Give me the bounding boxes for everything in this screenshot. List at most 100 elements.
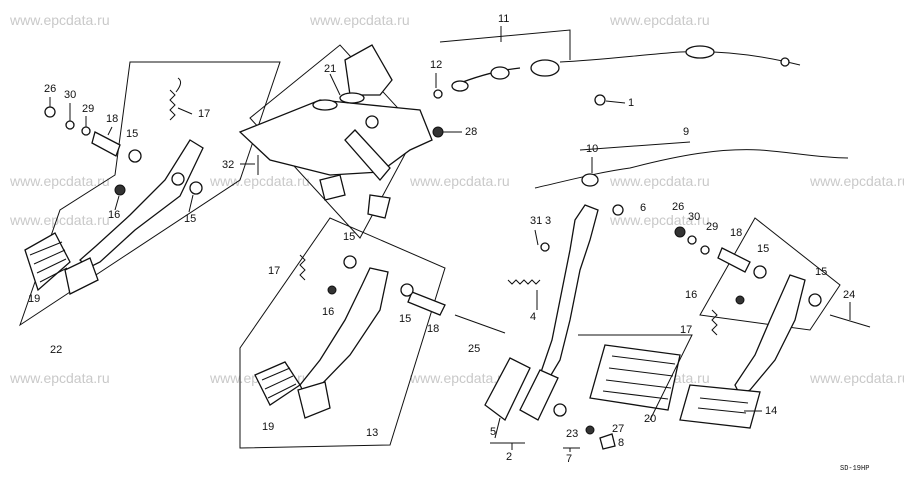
nut-26-right [674, 226, 686, 238]
callout-26: 26 [44, 83, 56, 95]
clip-6 [612, 204, 624, 216]
callout-26b: 26 [672, 201, 684, 213]
brake-pad-20 [589, 344, 681, 411]
pedal-arm-mid [299, 267, 389, 396]
callout-27: 27 [612, 423, 624, 435]
clip-1 [594, 94, 606, 106]
bushing-18-right [717, 247, 751, 273]
callout-19b: 19 [262, 421, 274, 433]
bracket-outline-13 [239, 217, 446, 449]
callout-29: 29 [82, 103, 94, 115]
watermark-layer: www.epcdata.ru www.epcdata.ru www.epcdat… [9, 12, 904, 386]
callout-7: 7 [566, 453, 572, 465]
callout-11: 11 [498, 13, 509, 25]
cables [433, 29, 849, 216]
bracket-11 [439, 29, 571, 60]
watermark: www.epcdata.ru [9, 173, 110, 189]
callout-15: 15 [126, 128, 138, 140]
callout-21: 21 [324, 63, 336, 75]
pedal-foot [64, 257, 99, 295]
watermark: www.epcdata.ru [609, 212, 710, 228]
bushing-10 [581, 173, 599, 187]
stopper-16-right [735, 295, 745, 305]
callout-18: 18 [106, 113, 118, 125]
callout-16: 16 [108, 209, 120, 221]
watermark: www.epcdata.ru [809, 173, 904, 189]
callout-17c: 17 [680, 324, 692, 336]
bracket-top [344, 44, 393, 96]
right-pedal-assembly [484, 204, 871, 450]
washer-30-right [687, 235, 697, 245]
pedal-foot-mid [297, 381, 331, 419]
clip-12 [433, 89, 443, 99]
pedal-arm [79, 139, 204, 269]
callout-3: 3 [545, 215, 551, 227]
nut-27 [585, 425, 595, 435]
spring-4 [507, 279, 541, 285]
bracket-9 [579, 141, 691, 151]
watermark: www.epcdata.ru [309, 12, 410, 28]
spring-17-mid [299, 254, 306, 281]
callout-labels: 26 30 29 18 15 17 16 15 19 22 21 2 8 32 1… [28, 13, 869, 473]
callout-6: 6 [640, 202, 646, 214]
stopper-3 [540, 242, 550, 252]
watermark: www.epcdata.ru [9, 212, 110, 228]
stopper-16-mid [327, 285, 337, 295]
collar-15b [171, 172, 185, 186]
collar-15-mid-b [400, 283, 414, 297]
brake-pad-14 [679, 384, 761, 429]
pad-grid-mid [261, 367, 297, 399]
collar-15-right-b [808, 293, 822, 307]
pedal-bracket-21 [238, 99, 433, 176]
watermark: www.epcdata.ru [409, 173, 510, 189]
callout-16b: 16 [322, 306, 334, 318]
left-pedal-assembly [19, 61, 281, 327]
bracket-20 [578, 334, 693, 421]
bolt-24 [829, 314, 871, 328]
pad-grid-right [602, 355, 749, 414]
diagram-code: SD-19HP [840, 465, 869, 473]
callout-30b: 30 [688, 211, 700, 223]
callout-12: 12 [430, 59, 442, 71]
pad-grid [29, 241, 68, 283]
callout-22: 22 [50, 344, 62, 356]
leader-lines [49, 26, 851, 452]
watermark: www.epcdata.ru [9, 12, 110, 28]
bracket-outline-22 [19, 61, 281, 327]
nut-26 [44, 106, 56, 118]
callout-25: 25 [468, 343, 480, 355]
nut-28 [432, 126, 444, 138]
callout-24: 24 [843, 289, 855, 301]
callout-32: 32 [222, 159, 234, 171]
watermark: www.epcdata.ru [609, 173, 710, 189]
bushing-18 [91, 131, 121, 157]
callout-18b: 18 [427, 323, 439, 335]
watermark: www.epcdata.ru [209, 173, 310, 189]
callout-23: 23 [566, 428, 578, 440]
callout-31: 31 [530, 215, 542, 227]
callout-15f: 15 [815, 266, 827, 278]
callout-10: 10 [586, 143, 598, 155]
washer-29-right [700, 245, 710, 255]
collar-15 [128, 149, 142, 163]
callout-18c: 18 [730, 227, 742, 239]
mid-bracket-assembly [238, 44, 506, 449]
pin-31 [534, 229, 539, 246]
watermark: www.epcdata.ru [809, 370, 904, 386]
callout-2: 2 [506, 451, 512, 463]
accel-pad-b [519, 369, 559, 421]
callout-29b: 29 [706, 221, 718, 233]
stopper-16 [114, 184, 126, 196]
pedal-pad-19 [24, 232, 71, 292]
callout-15e: 15 [757, 243, 769, 255]
callout-15b: 15 [184, 213, 196, 225]
callout-19: 19 [28, 293, 40, 305]
callout-9: 9 [683, 126, 689, 138]
accel-pad-5 [484, 357, 531, 421]
brake-arm [734, 274, 806, 396]
callout-8: 8 [618, 437, 624, 449]
callout-15c: 15 [343, 231, 355, 243]
callout-16c: 16 [685, 289, 697, 301]
